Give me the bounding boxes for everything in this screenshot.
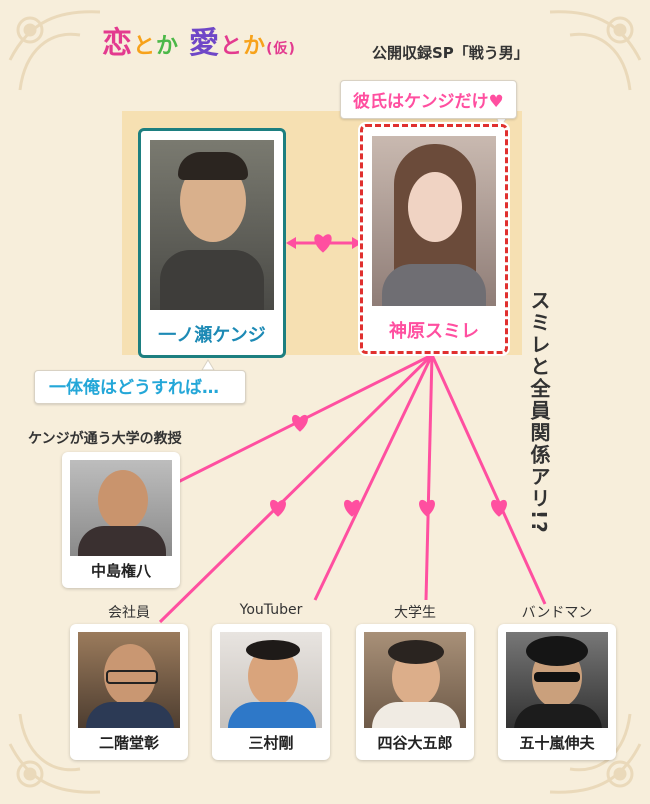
person-card-nikaido: 二階堂彰	[70, 624, 188, 760]
person-name: 四谷大五郎	[356, 732, 474, 753]
person-name: 二階堂彰	[70, 732, 188, 753]
person-photo	[372, 136, 496, 306]
heart-icon	[314, 234, 331, 252]
role-label: 会社員	[70, 602, 188, 622]
kenji-name: 一ノ瀬ケンジ	[141, 321, 283, 347]
person-card-nakajima: 中島権八	[62, 452, 180, 588]
role-label: 大学生	[356, 602, 474, 622]
person-card-igarashi: 五十嵐伸夫	[498, 624, 616, 760]
person-name: 五十嵐伸夫	[498, 732, 616, 753]
sumire-name: 神原スミレ	[363, 317, 505, 343]
person-card-mimura: 三村剛	[212, 624, 330, 760]
line-to-mimura	[315, 355, 432, 600]
line-to-yotsuya	[426, 355, 432, 600]
role-label: バンドマン	[498, 602, 616, 622]
bubble-tail	[202, 360, 214, 370]
sumire-speech-bubble: 彼氏はケンジだけ♥	[340, 80, 517, 119]
arrowhead-left	[286, 237, 296, 249]
person-name: 三村剛	[212, 732, 330, 753]
sumire-card: 神原スミレ	[360, 124, 508, 354]
person-photo	[220, 632, 322, 728]
kenji-speech-bubble: 一体俺はどうすれば…	[34, 370, 246, 404]
role-label: ケンジが通う大学の教授	[28, 428, 182, 448]
role-label: YouTuber	[212, 602, 330, 618]
person-photo	[78, 632, 180, 728]
person-photo	[150, 140, 274, 310]
kenji-card: 一ノ瀬ケンジ	[138, 128, 286, 358]
side-note: スミレと全員関係アリ!?	[530, 290, 554, 535]
person-card-yotsuya: 四谷大五郎	[356, 624, 474, 760]
heart-icon	[292, 415, 308, 432]
person-name: 中島権八	[62, 560, 180, 581]
person-photo	[506, 632, 608, 728]
heart-icon	[270, 500, 286, 517]
person-photo	[70, 460, 172, 556]
person-photo	[364, 632, 466, 728]
